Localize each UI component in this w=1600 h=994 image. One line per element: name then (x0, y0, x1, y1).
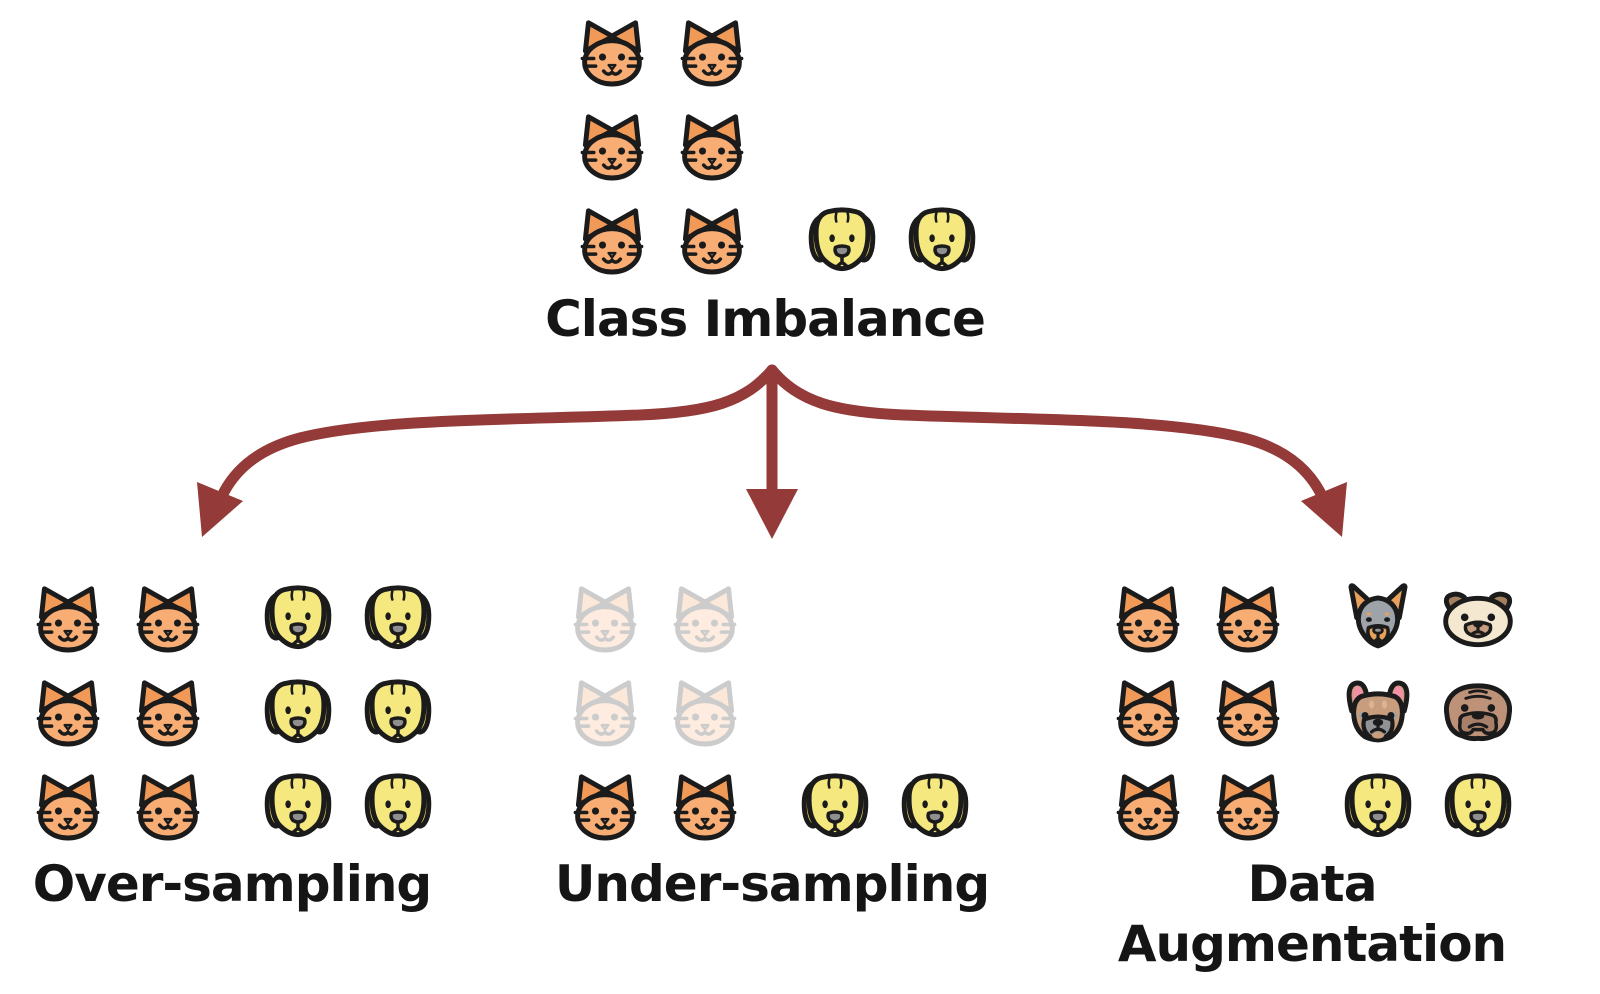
golden-retriever-icon (360, 676, 436, 752)
icon-row (567, 770, 997, 846)
french-bulldog-icon (1340, 676, 1416, 752)
golden-retriever-icon (904, 204, 980, 280)
golden-retriever-icon (797, 770, 873, 846)
class-imbalance-label: Class Imbalance (545, 290, 986, 348)
golden-retriever-icon (260, 770, 336, 846)
cat-icon (130, 676, 206, 752)
arrow-to-data-augmentation (766, 364, 1326, 498)
arrowhead-data-augmentation (1301, 482, 1347, 537)
faded-cat-icon (567, 676, 643, 752)
golden-retriever-icon (360, 582, 436, 658)
cat-icon (574, 16, 650, 92)
bulldog-icon (1440, 676, 1516, 752)
cat-icon (30, 770, 106, 846)
icon-row (1110, 582, 1540, 658)
cat-icon (574, 110, 650, 186)
faded-cat-icon (567, 582, 643, 658)
cat-icon (1110, 582, 1186, 658)
cat-icon (674, 110, 750, 186)
cat-icon (1110, 676, 1186, 752)
golden-retriever-icon (360, 770, 436, 846)
icon-row (30, 770, 460, 846)
doberman-icon (1340, 582, 1416, 658)
cat-icon (674, 204, 750, 280)
class-imbalance-grid (574, 16, 1004, 298)
golden-retriever-icon (897, 770, 973, 846)
icon-row (1110, 676, 1540, 752)
icon-row (574, 16, 1004, 92)
cat-icon (674, 16, 750, 92)
under-sampling-label: Under-sampling (554, 855, 990, 913)
cat-icon (1210, 676, 1286, 752)
over-sampling-grid (30, 582, 460, 864)
golden-retriever-icon (1440, 770, 1516, 846)
icon-row (30, 582, 460, 658)
faded-cat-icon (667, 582, 743, 658)
cat-icon (30, 582, 106, 658)
icon-row (567, 676, 997, 752)
cat-icon (574, 204, 650, 280)
golden-retriever-icon (804, 204, 880, 280)
icon-row (574, 110, 1004, 186)
pug-icon (1440, 582, 1516, 658)
arrowhead-over-sampling (197, 482, 243, 537)
cat-icon (130, 582, 206, 658)
data-augmentation-label: Data Augmentation (1117, 855, 1507, 973)
cat-icon (1210, 770, 1286, 846)
arrow-to-over-sampling (218, 364, 778, 498)
cat-icon (30, 676, 106, 752)
icon-row (567, 582, 997, 658)
golden-retriever-icon (260, 582, 336, 658)
cat-icon (130, 770, 206, 846)
golden-retriever-icon (1340, 770, 1416, 846)
cat-icon (1210, 582, 1286, 658)
arrowhead-under-sampling (746, 489, 798, 539)
data-augmentation-grid (1110, 582, 1540, 864)
under-sampling-grid (567, 582, 997, 864)
icon-row (574, 204, 1004, 280)
faded-cat-icon (667, 676, 743, 752)
over-sampling-label: Over-sampling (32, 855, 432, 913)
golden-retriever-icon (260, 676, 336, 752)
cat-icon (667, 770, 743, 846)
icon-row (1110, 770, 1540, 846)
cat-icon (567, 770, 643, 846)
cat-icon (1110, 770, 1186, 846)
icon-row (30, 676, 460, 752)
